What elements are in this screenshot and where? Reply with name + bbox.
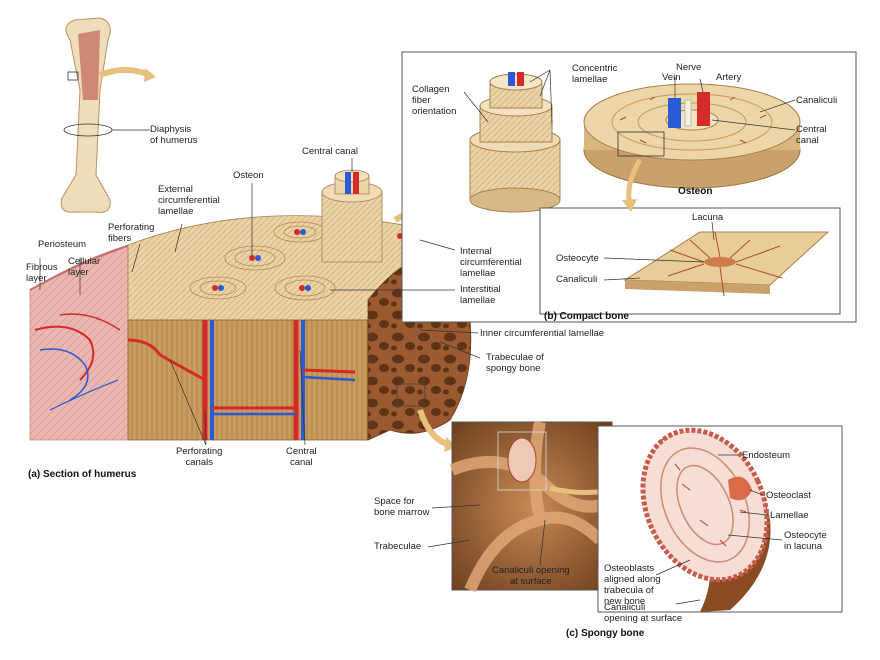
osteon-disc bbox=[583, 83, 801, 189]
label-trabeculae-spongy: Trabeculae of spongy bone bbox=[486, 352, 544, 374]
label-osteocyte-b: Osteocyte bbox=[556, 253, 599, 264]
label-collagen: Collagen fiber orientation bbox=[412, 84, 457, 117]
periosteum-section bbox=[29, 244, 129, 441]
label-osteocyte-lacuna: Osteocyte in lacuna bbox=[784, 530, 827, 552]
label-interstitial-lamellae: Interstitial lamellae bbox=[460, 284, 501, 306]
label-nerve: Nerve bbox=[676, 62, 702, 73]
label-canaliculi-b: Canaliculi bbox=[796, 95, 838, 106]
label-lacuna: Lacuna bbox=[692, 212, 724, 223]
label-trabeculae-c: Trabeculae bbox=[374, 541, 422, 552]
label-perforating-canals: Perforating canals bbox=[176, 446, 223, 468]
osteon-cylinder-stack bbox=[469, 72, 561, 213]
lacuna-slab bbox=[623, 231, 830, 297]
label-lamellae: Lamellae bbox=[770, 510, 809, 521]
label-canaliculi-opening-c1: Canaliculi opening at surface bbox=[492, 565, 570, 587]
label-central-canal-b: Central canal bbox=[796, 124, 827, 146]
compact-bone-block bbox=[127, 169, 431, 441]
label-external-lamellae: External circumferential lamellae bbox=[158, 184, 220, 217]
caption-spongy-bone: (c) Spongy bone bbox=[566, 628, 645, 639]
label-diaphysis: Diaphysis of humerus bbox=[150, 124, 198, 146]
label-inner-lamellae: Inner circumferential lamellae bbox=[480, 328, 605, 339]
label-artery: Artery bbox=[716, 72, 742, 83]
label-central-canal-bottom: Central canal bbox=[286, 446, 317, 468]
label-central-canal-top: Central canal bbox=[302, 146, 358, 157]
label-canaliculi-opening-c2: Canaliculi opening at surface bbox=[604, 602, 683, 624]
label-space-marrow: Space for bone marrow bbox=[374, 496, 430, 518]
label-perforating-fibers: Perforating fibers bbox=[108, 222, 155, 244]
label-endosteum: Endosteum bbox=[742, 450, 791, 461]
label-fibrous-layer: Fibrous layer bbox=[26, 262, 58, 284]
label-canaliculi-b2: Canaliculi bbox=[556, 274, 598, 285]
trabecula-cross-section bbox=[640, 427, 771, 612]
label-osteon-b: Osteon bbox=[678, 186, 713, 197]
label-concentric: Concentric lamellae bbox=[572, 63, 618, 85]
label-vein: Vein bbox=[662, 72, 681, 83]
label-osteoclast: Osteoclast bbox=[766, 490, 811, 501]
label-osteoblasts: Osteoblasts aligned along trabecula of n… bbox=[604, 563, 661, 607]
caption-compact-bone: (b) Compact bone bbox=[544, 311, 629, 322]
label-osteon-top: Osteon bbox=[233, 170, 264, 181]
label-internal-lamellae: Internal circumferential lamellae bbox=[460, 246, 522, 279]
label-periosteum: Periosteum bbox=[38, 239, 87, 250]
label-cellular-layer: Cellular layer bbox=[68, 256, 101, 278]
caption-section-humerus: (a) Section of humerus bbox=[28, 469, 137, 480]
